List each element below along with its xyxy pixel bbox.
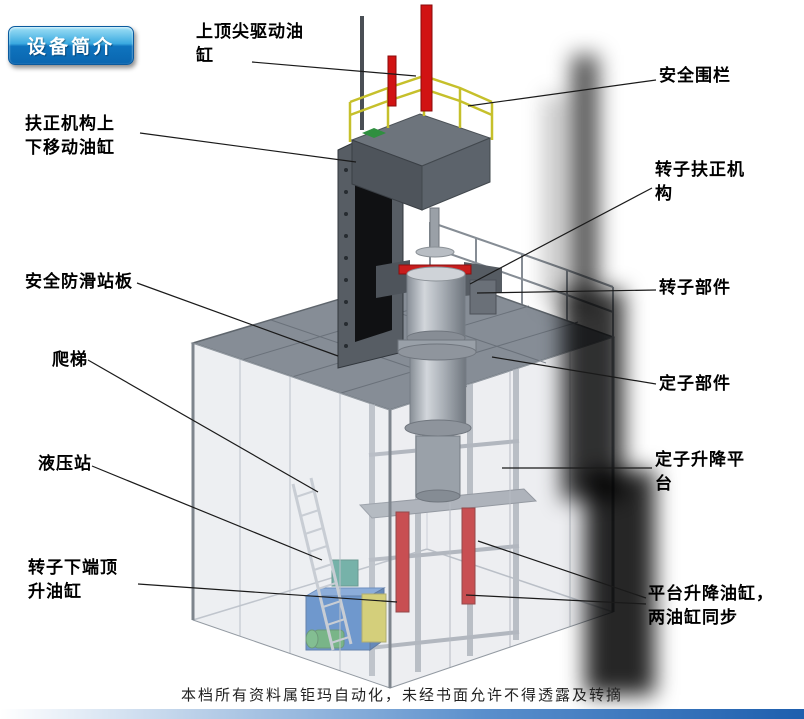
label-rotor-centering-mechanism: 转子扶正机 构 bbox=[655, 160, 745, 203]
label-rotor-bottom-jack-cylinder: 转子下端顶 升油缸 bbox=[28, 558, 118, 601]
label-anti-slip-platform: 安全防滑站板 bbox=[25, 272, 133, 291]
title-badge: 设备简介 bbox=[8, 26, 134, 65]
leader-lines bbox=[87, 61, 657, 605]
label-hydraulic-station: 液压站 bbox=[38, 454, 92, 473]
label-centering-updown-cylinder: 扶正机构上 下移动油缸 bbox=[25, 114, 115, 157]
label-rotor-part: 转子部件 bbox=[659, 278, 731, 297]
stator-part bbox=[404, 344, 472, 503]
title-badge-label: 设备简介 bbox=[26, 37, 115, 58]
label-ladder: 爬梯 bbox=[52, 350, 88, 369]
ladder bbox=[291, 477, 353, 651]
label-stator-lift-platform: 定子升降平 台 bbox=[655, 450, 745, 493]
label-safety-fence: 安全围栏 bbox=[659, 66, 731, 85]
top-drive-cylinder-rods bbox=[387, 4, 433, 112]
hydraulic-station bbox=[304, 559, 387, 651]
rotor-part bbox=[376, 207, 502, 361]
label-platform-lift-cylinders: 平台升降油缸， 两油缸同步 bbox=[648, 584, 774, 627]
smoke-shadow bbox=[545, 55, 655, 695]
footer-copyright: 本档所有资料属钜玛自动化，未经书面允许不得透露及转摘 bbox=[180, 687, 623, 704]
platform-lift-cylinders bbox=[395, 507, 476, 613]
label-top-tip-drive-cylinder: 上顶尖驱动油 缸 bbox=[196, 22, 304, 65]
head-platform bbox=[350, 113, 492, 211]
label-stator-part: 定子部件 bbox=[659, 374, 731, 393]
bottom-accent-bar bbox=[0, 709, 804, 719]
